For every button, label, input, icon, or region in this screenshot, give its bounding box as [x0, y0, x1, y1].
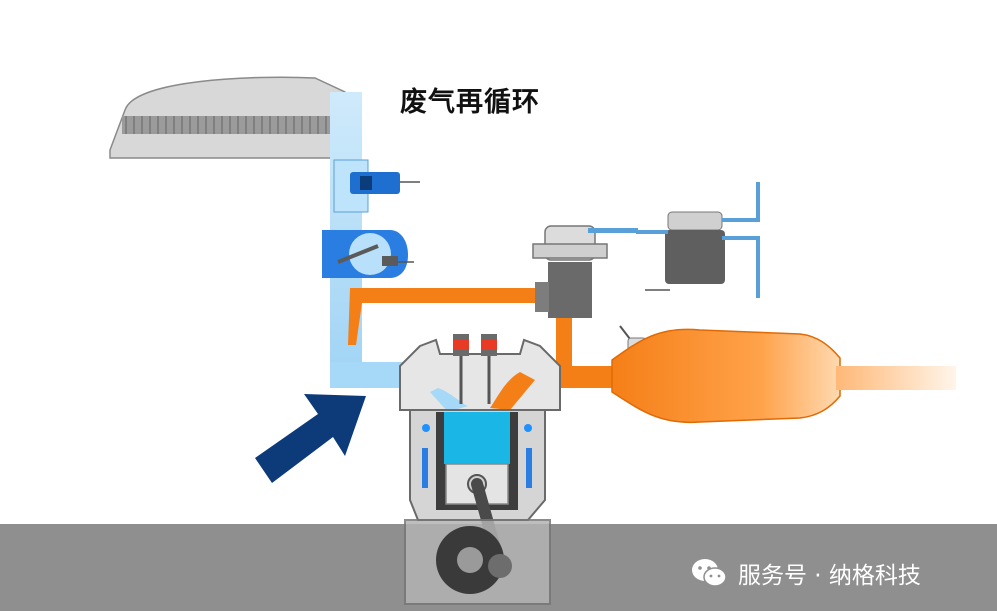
cylinder-head	[399, 338, 561, 412]
exhaust-valve	[481, 334, 497, 404]
diagram-title: 废气再循环	[400, 87, 540, 118]
watermark-text: 服务号 · 纳格科技	[738, 563, 921, 589]
air-filter-box	[109, 76, 346, 159]
watermark: 服务号 · 纳格科技	[690, 553, 921, 593]
crankcase	[404, 519, 551, 605]
vacuum-lines	[636, 182, 760, 298]
airflow-arrow	[255, 394, 366, 483]
wechat-icon	[692, 559, 727, 587]
air-flow-sensor	[333, 159, 420, 213]
intake-valve	[453, 334, 469, 404]
vacuum-solenoid	[645, 211, 725, 291]
egr-valve	[532, 225, 638, 318]
throttle-body	[322, 230, 414, 278]
catalytic-converter	[611, 328, 956, 424]
